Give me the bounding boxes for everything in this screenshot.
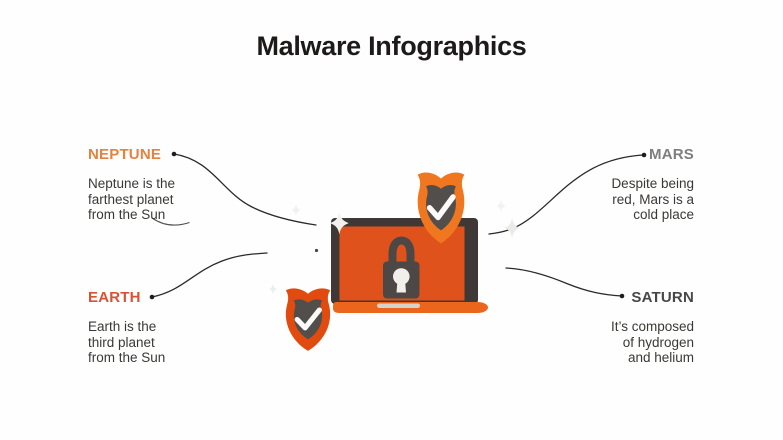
shield-check-icon-bottom bbox=[286, 288, 330, 350]
page-title: Malware Infographics bbox=[256, 31, 527, 61]
sparkle-icons bbox=[269, 199, 520, 295]
squiggle-line bbox=[151, 217, 190, 226]
callout-earth-description: Earth is the third planet from the Sun bbox=[88, 319, 166, 365]
padlock-icon bbox=[383, 236, 420, 299]
callout-saturn-label: SATURN bbox=[631, 289, 694, 306]
connector-neptune bbox=[173, 153, 317, 226]
connector-dots bbox=[149, 151, 647, 300]
connector-mars bbox=[488, 154, 645, 235]
callout-saturn: SATURN It’s composed of hydrogen and hel… bbox=[564, 289, 694, 366]
callout-earth: EARTH Earth is the third planet from the… bbox=[88, 289, 218, 366]
connector-saturn bbox=[505, 267, 623, 297]
connector-lines bbox=[151, 153, 645, 298]
callout-neptune: NEPTUNE Neptune is the farthest planet f… bbox=[88, 146, 218, 223]
callout-neptune-label: NEPTUNE bbox=[88, 146, 162, 163]
callout-neptune-description: Neptune is the farthest planet from the … bbox=[88, 176, 176, 222]
callout-saturn-description: It’s composed of hydrogen and helium bbox=[610, 319, 694, 365]
laptop-base bbox=[333, 302, 488, 313]
callout-mars: MARS Despite being red, Mars is a cold p… bbox=[564, 146, 694, 223]
callout-mars-description: Despite being red, Mars is a cold place bbox=[611, 176, 694, 222]
connector-earth bbox=[151, 252, 268, 298]
callout-mars-label: MARS bbox=[649, 146, 694, 163]
tiny-dot bbox=[314, 248, 319, 253]
callout-earth-label: EARTH bbox=[88, 289, 141, 306]
